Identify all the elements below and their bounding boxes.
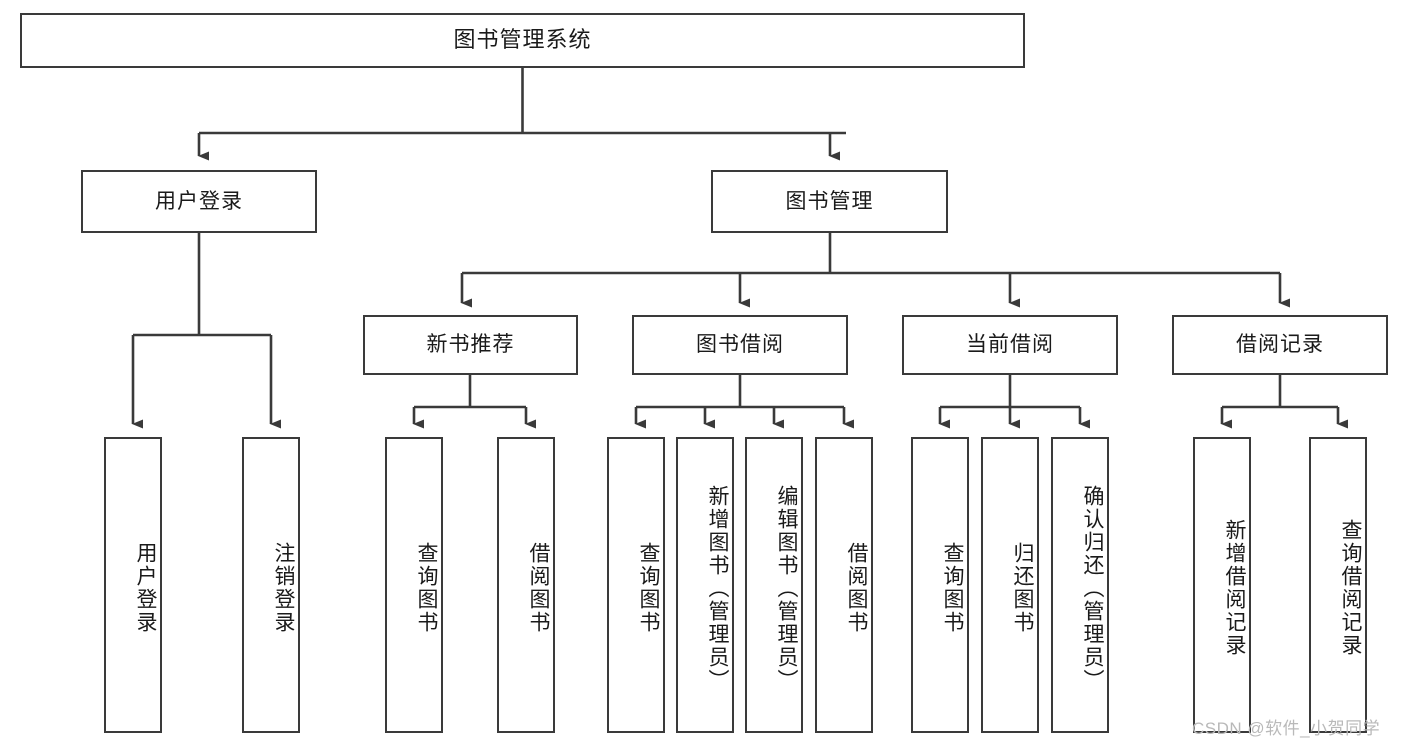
node-label: 图书借阅: [696, 333, 784, 357]
node-new-book-recommend[interactable]: 新书推荐: [363, 315, 578, 375]
node-leaf-confirm-return-admin[interactable]: 确认归还（管理员）: [1051, 437, 1109, 733]
node-label: 图书管理系统: [453, 27, 592, 53]
node-leaf-edit-book-admin[interactable]: 编辑图书（管理员）: [745, 437, 803, 733]
node-label: 查询图书: [415, 542, 438, 634]
node-label: 编辑图书（管理员）: [775, 484, 798, 692]
node-user-login[interactable]: 用户登录: [81, 170, 317, 233]
node-leaf-add-book-admin[interactable]: 新增图书（管理员）: [676, 437, 734, 733]
node-label: 图书管理: [785, 189, 874, 213]
node-book-borrow[interactable]: 图书借阅: [632, 315, 848, 375]
node-label: 借阅记录: [1236, 333, 1324, 357]
node-label: 查询借阅记录: [1339, 519, 1362, 657]
node-leaf-return-book[interactable]: 归还图书: [981, 437, 1039, 733]
csdn-watermark: CSDN @软件_小贺同学: [1192, 719, 1381, 738]
node-book-management[interactable]: 图书管理: [711, 170, 948, 233]
node-label: 确认归还（管理员）: [1081, 484, 1104, 692]
node-label: 借阅图书: [527, 542, 550, 634]
node-label: 查询图书: [941, 542, 964, 634]
node-label: 查询图书: [637, 542, 660, 634]
node-label: 注销登录: [272, 542, 295, 634]
node-leaf-query-borrow-record[interactable]: 查询借阅记录: [1309, 437, 1367, 733]
node-label: 用户登录: [155, 189, 243, 213]
node-label: 新增图书（管理员）: [706, 484, 729, 692]
node-label: 借阅图书: [845, 542, 868, 634]
node-root-book-management-system[interactable]: 图书管理系统: [20, 13, 1025, 68]
node-label: 用户登录: [134, 542, 157, 634]
node-leaf-borrow-book-recommend[interactable]: 借阅图书: [497, 437, 555, 733]
node-leaf-query-book-current[interactable]: 查询图书: [911, 437, 969, 733]
node-label: 新增借阅记录: [1223, 519, 1246, 657]
node-current-borrow[interactable]: 当前借阅: [902, 315, 1118, 375]
node-label: 归还图书: [1011, 542, 1034, 634]
node-leaf-user-login[interactable]: 用户登录: [104, 437, 162, 733]
node-leaf-query-book-borrow[interactable]: 查询图书: [607, 437, 665, 733]
node-leaf-query-book-recommend[interactable]: 查询图书: [385, 437, 443, 733]
node-leaf-logout[interactable]: 注销登录: [242, 437, 300, 733]
node-label: 新书推荐: [426, 333, 515, 357]
node-borrow-record[interactable]: 借阅记录: [1172, 315, 1388, 375]
node-leaf-borrow-book[interactable]: 借阅图书: [815, 437, 873, 733]
node-label: 当前借阅: [966, 333, 1054, 357]
node-leaf-add-borrow-record[interactable]: 新增借阅记录: [1193, 437, 1251, 733]
